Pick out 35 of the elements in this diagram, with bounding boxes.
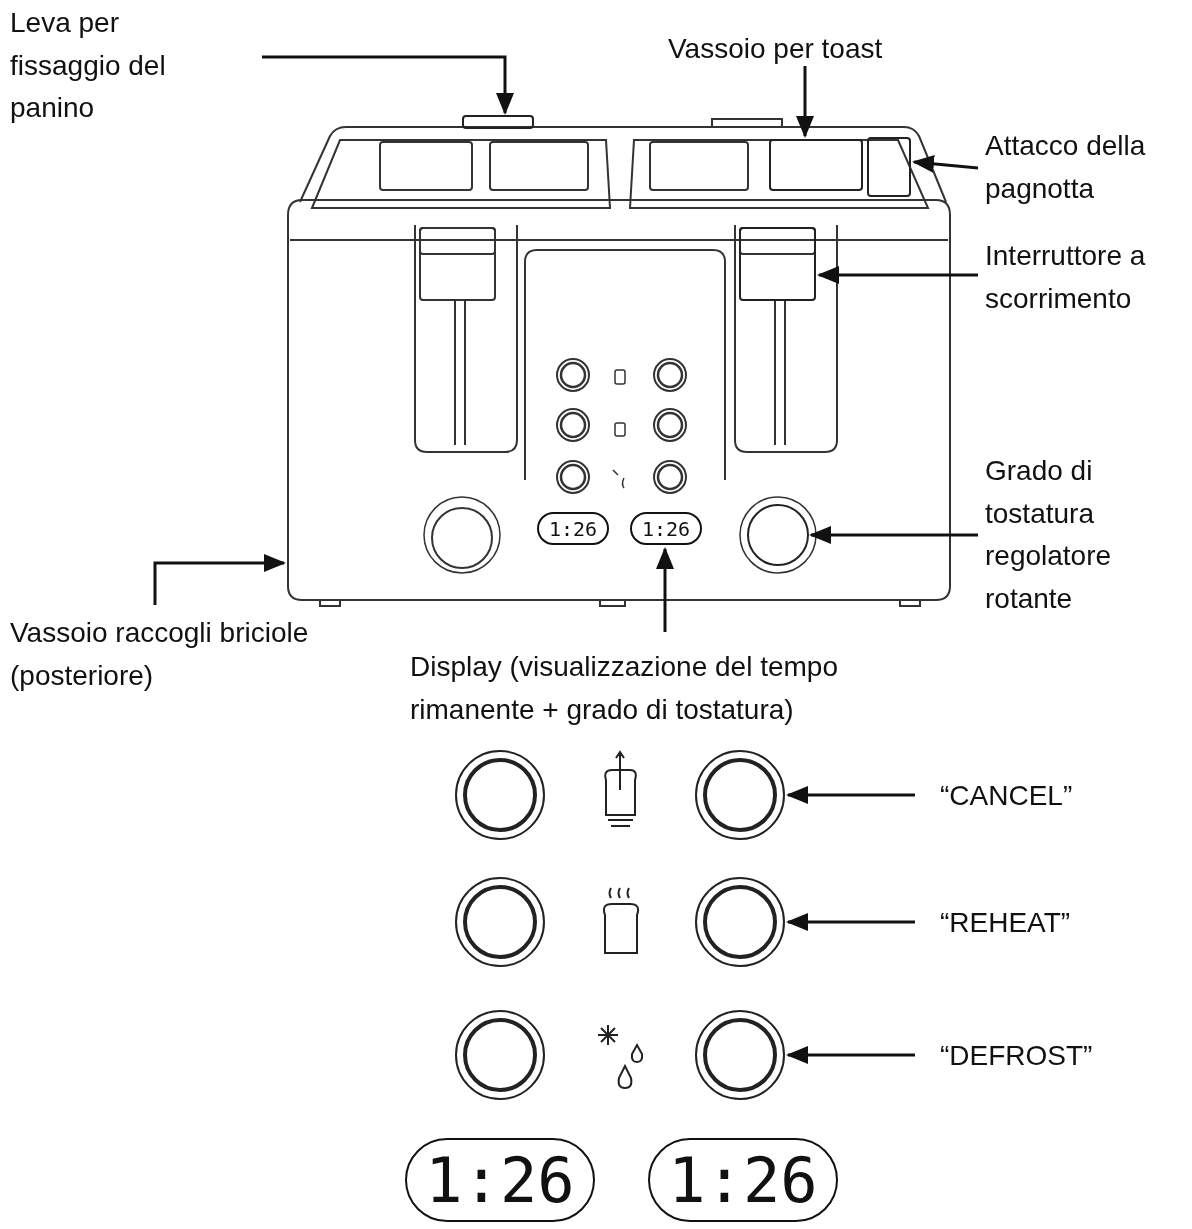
part-label: Interruttore a scorrimento	[985, 235, 1190, 321]
arrow	[809, 526, 978, 544]
time-display: 1:26	[648, 1138, 838, 1222]
part-label: Leva per fissaggio del panino	[10, 2, 210, 130]
part-label: Vassoio per toast	[668, 28, 948, 71]
time-display: 1:26	[405, 1138, 595, 1222]
round-button	[455, 877, 545, 967]
button-label: “DEFROST”	[940, 1035, 1160, 1078]
toast-slot	[769, 139, 863, 191]
arrow	[912, 154, 979, 173]
round-button	[455, 1010, 545, 1100]
arrow	[153, 554, 286, 605]
browning-knob	[747, 504, 809, 566]
arrow	[262, 55, 514, 115]
arrow	[796, 66, 814, 138]
round-button	[695, 750, 785, 840]
slider-switch	[739, 227, 816, 301]
arrow	[817, 266, 978, 284]
arrow	[786, 1046, 915, 1064]
part-label: Attacco della pagnotta	[985, 125, 1190, 211]
lever-button	[462, 115, 534, 129]
button-label: “CANCEL”	[940, 775, 1160, 818]
part-label: Grado di tostatura regolatore rotante	[985, 450, 1160, 621]
bun-rack	[867, 137, 911, 197]
round-button	[695, 1010, 785, 1100]
button-label: “REHEAT”	[940, 902, 1160, 945]
arrow	[786, 913, 915, 931]
arrow	[656, 547, 674, 632]
part-label: Display (visualizzazione del tempo rimanente + grado di tostatura)	[410, 646, 930, 732]
time-display: 1:26	[630, 512, 702, 545]
part-label: Vassoio raccogli briciole (posteriore)	[10, 612, 315, 698]
round-button	[695, 877, 785, 967]
arrow	[786, 786, 915, 804]
time-display: 1:26	[537, 512, 609, 545]
round-button	[455, 750, 545, 840]
